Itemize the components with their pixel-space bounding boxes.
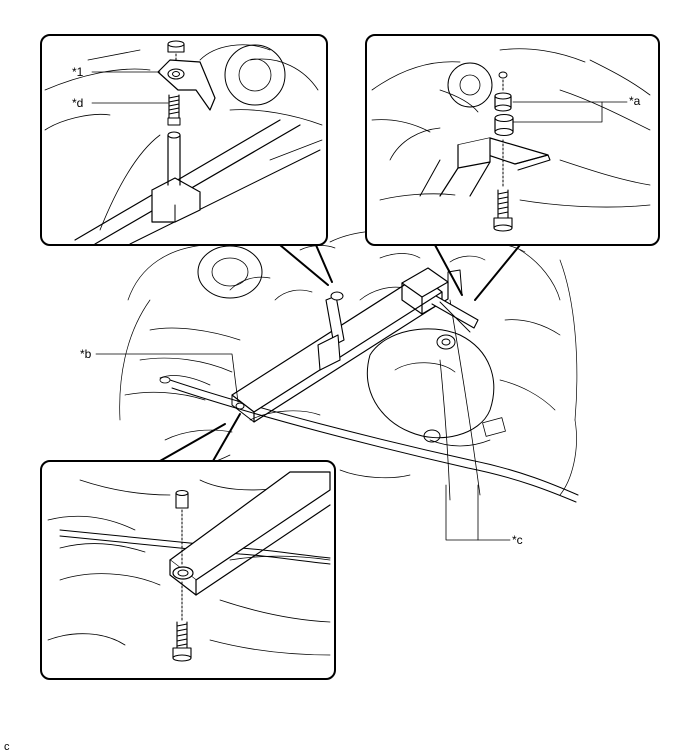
callout-part-1: *1 — [72, 65, 84, 79]
inset-top-right — [365, 34, 660, 301]
inset-bottom-left — [40, 413, 336, 680]
callout-b: *b — [80, 347, 92, 361]
inset-top-left — [40, 34, 333, 286]
figure-code: c — [4, 741, 10, 753]
callout-d: *d — [72, 96, 84, 110]
callout-c: *c — [512, 533, 523, 547]
main-leaders — [95, 353, 511, 541]
callout-a: *a — [629, 94, 641, 108]
main-engine-illustration — [119, 230, 579, 503]
